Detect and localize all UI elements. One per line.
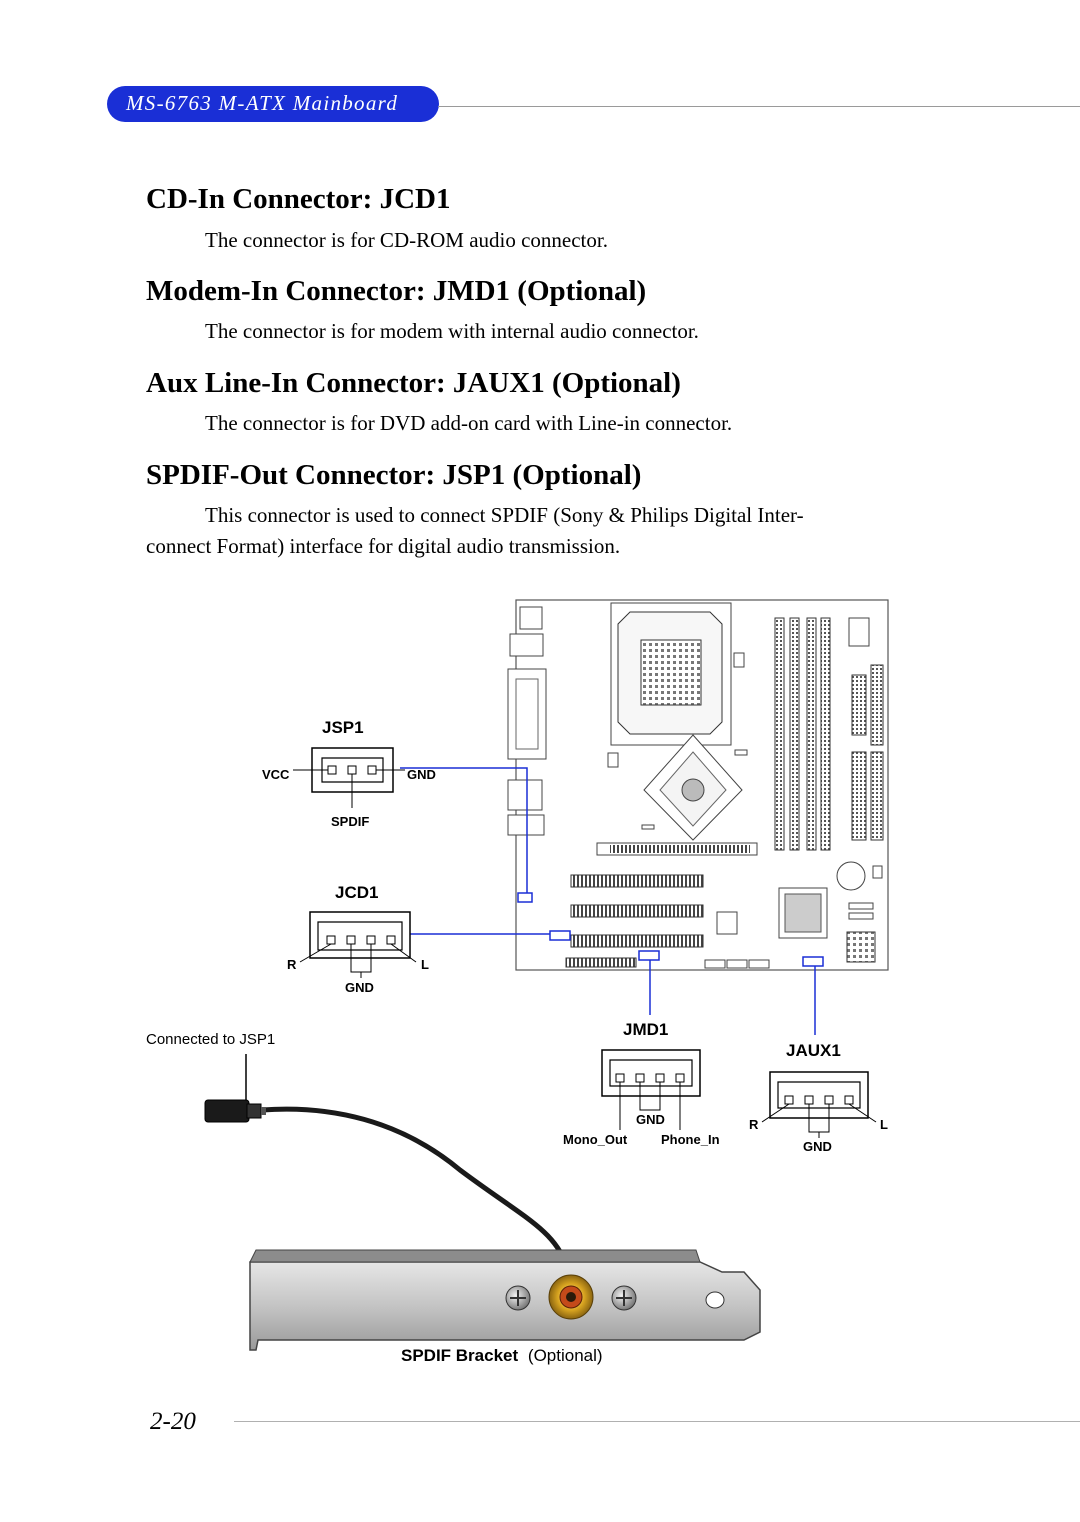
bracket-label-bold: SPDIF Bracket xyxy=(401,1346,518,1365)
text-spdif-out-line1: This connector is used to connect SPDIF … xyxy=(205,503,804,527)
jcd1-l-label: L xyxy=(421,957,429,972)
header-rule xyxy=(438,106,1080,107)
jsp1-gnd-label: GND xyxy=(407,767,436,782)
jmd1-phone-in-label: Phone_In xyxy=(661,1132,720,1147)
jcd1-title: JCD1 xyxy=(335,883,378,902)
jsp1-spdif-label: SPDIF xyxy=(331,814,369,829)
jmd1-gnd-label: GND xyxy=(636,1112,665,1127)
spdif-bracket: SPDIF Bracket (Optional) xyxy=(249,1249,761,1365)
heading-cd-in: CD-In Connector: JCD1 xyxy=(146,183,451,215)
jsp1-title: JSP1 xyxy=(322,718,364,737)
heading-modem-in: Modem-In Connector: JMD1 (Optional) xyxy=(146,275,647,307)
footer-rule xyxy=(234,1421,1080,1422)
jaux1-l-label: L xyxy=(880,1117,888,1132)
jsp1-vcc-label: VCC xyxy=(262,767,290,782)
jaux1-connector: JAUX1 R L GND xyxy=(749,1041,888,1154)
jsp1-connector: JSP1 VCC GND SPDIF xyxy=(262,718,436,829)
cable-label: Connected to JSP1 xyxy=(146,1031,275,1048)
jaux1-title: JAUX1 xyxy=(786,1041,841,1060)
jmd1-title: JMD1 xyxy=(623,1020,668,1039)
motherboard-layout xyxy=(507,599,889,971)
spdif-cable: Connected to JSP1 xyxy=(146,1031,569,1268)
jmd1-mono-out-label: Mono_Out xyxy=(563,1132,628,1147)
jaux1-gnd-label: GND xyxy=(803,1139,832,1154)
header-pill xyxy=(107,86,439,122)
leader-lines xyxy=(400,767,816,1035)
jcd1-r-label: R xyxy=(287,957,297,972)
jmd1-connector: JMD1 GND Mono_Out Phone_In xyxy=(563,1020,720,1147)
manual-title: MS-6763 M-ATX Mainboard xyxy=(126,91,399,115)
text-aux-line-in: The connector is for DVD add-on card wit… xyxy=(205,411,733,435)
text-modem-in: The connector is for modem with internal… xyxy=(205,319,699,343)
bracket-label: SPDIF Bracket (Optional) xyxy=(401,1346,603,1365)
heading-spdif-out: SPDIF-Out Connector: JSP1 (Optional) xyxy=(146,459,642,491)
page-number: 2-20 xyxy=(150,1408,196,1435)
bracket-label-optional: (Optional) xyxy=(528,1346,603,1365)
jaux1-r-label: R xyxy=(749,1117,759,1132)
jcd1-connector: JCD1 R L GND xyxy=(287,883,429,995)
heading-aux-line-in: Aux Line-In Connector: JAUX1 (Optional) xyxy=(146,367,681,399)
jcd1-gnd-label: GND xyxy=(345,980,374,995)
text-cd-in: The connector is for CD-ROM audio connec… xyxy=(205,228,608,252)
text-spdif-out-line2: connect Format) interface for digital au… xyxy=(146,534,621,558)
